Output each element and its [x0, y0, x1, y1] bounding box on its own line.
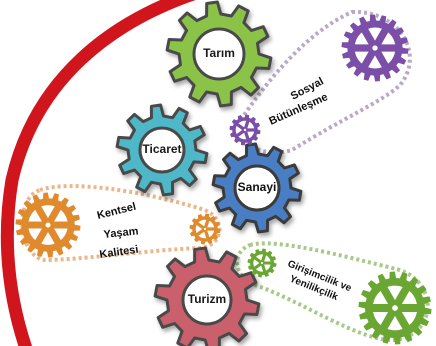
gear-tarim: [165, 0, 273, 108]
gear-sanayi: [211, 142, 303, 234]
sprocket-girisim-large: [358, 271, 432, 345]
label-tarim: Tarım: [203, 46, 235, 60]
spr-kentsel-small-axle: [203, 227, 207, 231]
label-turizm: Turizm: [188, 292, 226, 306]
label-sanayi: Sanayi: [238, 180, 277, 194]
sprocket-sosyal-large: [341, 14, 409, 82]
gear-turizm: [153, 246, 261, 346]
spr-sosyal-small-axle: [243, 128, 247, 132]
sprocket-sosyal-small: [229, 114, 261, 146]
spr-sosyal-big-axle: [372, 45, 378, 51]
gear-turizm-hub: [181, 274, 233, 326]
sprocket-kentsel-small: [189, 213, 221, 245]
sprocket-girisim-small: [247, 248, 277, 278]
label-kentsel-line3: Kalitesi: [99, 244, 139, 261]
label-ticaret: Ticaret: [142, 142, 181, 156]
gear-ticaret-hub: [138, 126, 186, 174]
gear-ticaret: [115, 103, 209, 197]
spr-kentsel-big-axle: [45, 222, 51, 228]
spr-girisim-big-axle: [392, 305, 398, 311]
gear-sanayi-hub: [233, 164, 281, 212]
gear-tarim-hub: [192, 27, 246, 81]
red-arc: [0, 0, 196, 346]
spr-girisim-small-axle: [260, 261, 264, 265]
sprocket-kentsel-large: [15, 192, 81, 258]
label-kentsel-line2: Yaşam: [103, 225, 139, 241]
